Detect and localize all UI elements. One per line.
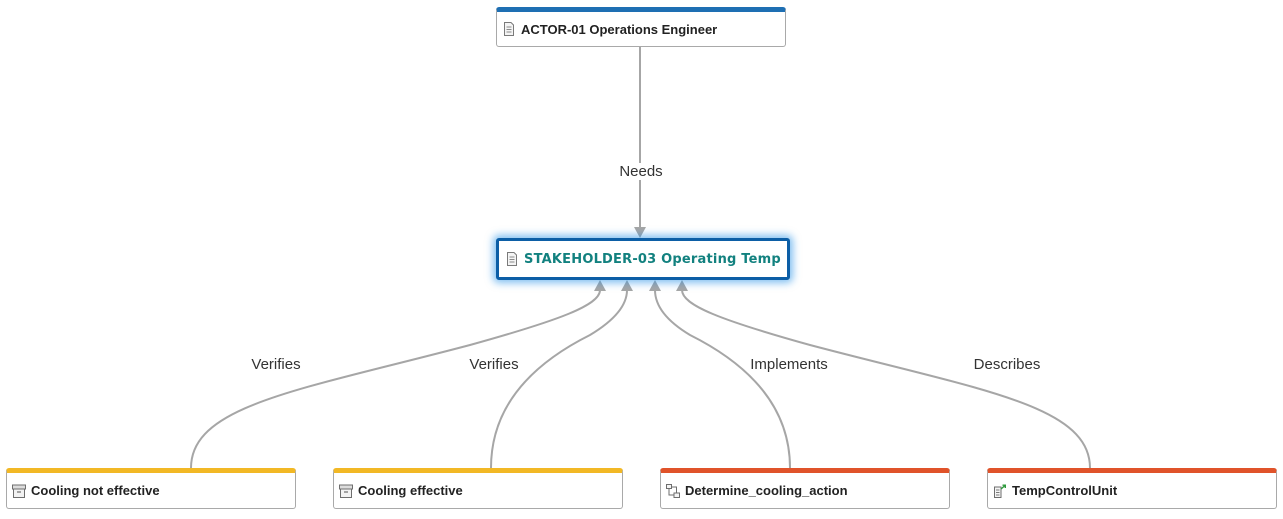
document-icon — [504, 22, 514, 36]
node-cooling-not-effective-label: Cooling not effective — [31, 483, 160, 498]
edge-label-needs: Needs — [617, 163, 665, 180]
edge-verifies-1[interactable] — [190, 289, 601, 469]
document-icon — [507, 252, 517, 266]
test-case-icon — [339, 484, 353, 498]
edge-implements[interactable] — [654, 289, 791, 469]
node-determine-cooling-action-label: Determine_cooling_action — [685, 483, 848, 498]
node-stakeholder[interactable]: STAKEHOLDER-03 Operating Temp — [496, 238, 790, 280]
node-stakeholder-label: STAKEHOLDER-03 Operating Temp — [524, 251, 781, 267]
node-temp-control-unit-label: TempControlUnit — [1012, 483, 1118, 498]
node-cooling-not-effective[interactable]: Cooling not effective — [6, 468, 296, 509]
arrowhead-needs — [634, 227, 646, 238]
arrowhead-verifies-1 — [594, 280, 606, 291]
edge-label-describes: Describes — [971, 356, 1043, 373]
node-actor-label: ACTOR-01 Operations Engineer — [521, 21, 718, 37]
node-cooling-effective[interactable]: Cooling effective — [333, 468, 623, 509]
node-temp-control-unit[interactable]: TempControlUnit — [987, 468, 1277, 509]
node-determine-cooling-action[interactable]: Determine_cooling_action — [660, 468, 950, 509]
node-cooling-effective-label: Cooling effective — [358, 483, 463, 498]
component-icon — [994, 484, 1006, 498]
edge-label-verifies-2: Verifies — [467, 356, 521, 373]
edge-describes[interactable] — [681, 289, 1091, 469]
arrowhead-implements — [649, 280, 661, 291]
test-case-icon — [12, 484, 26, 498]
node-actor[interactable]: ACTOR-01 Operations Engineer — [496, 7, 786, 47]
activity-icon — [666, 483, 680, 498]
edge-label-implements: Implements — [748, 356, 830, 373]
arrowhead-describes — [676, 280, 688, 291]
arrowhead-verifies-2 — [621, 280, 633, 291]
edge-verifies-2[interactable] — [490, 289, 628, 469]
edge-label-verifies-1: Verifies — [249, 356, 303, 373]
